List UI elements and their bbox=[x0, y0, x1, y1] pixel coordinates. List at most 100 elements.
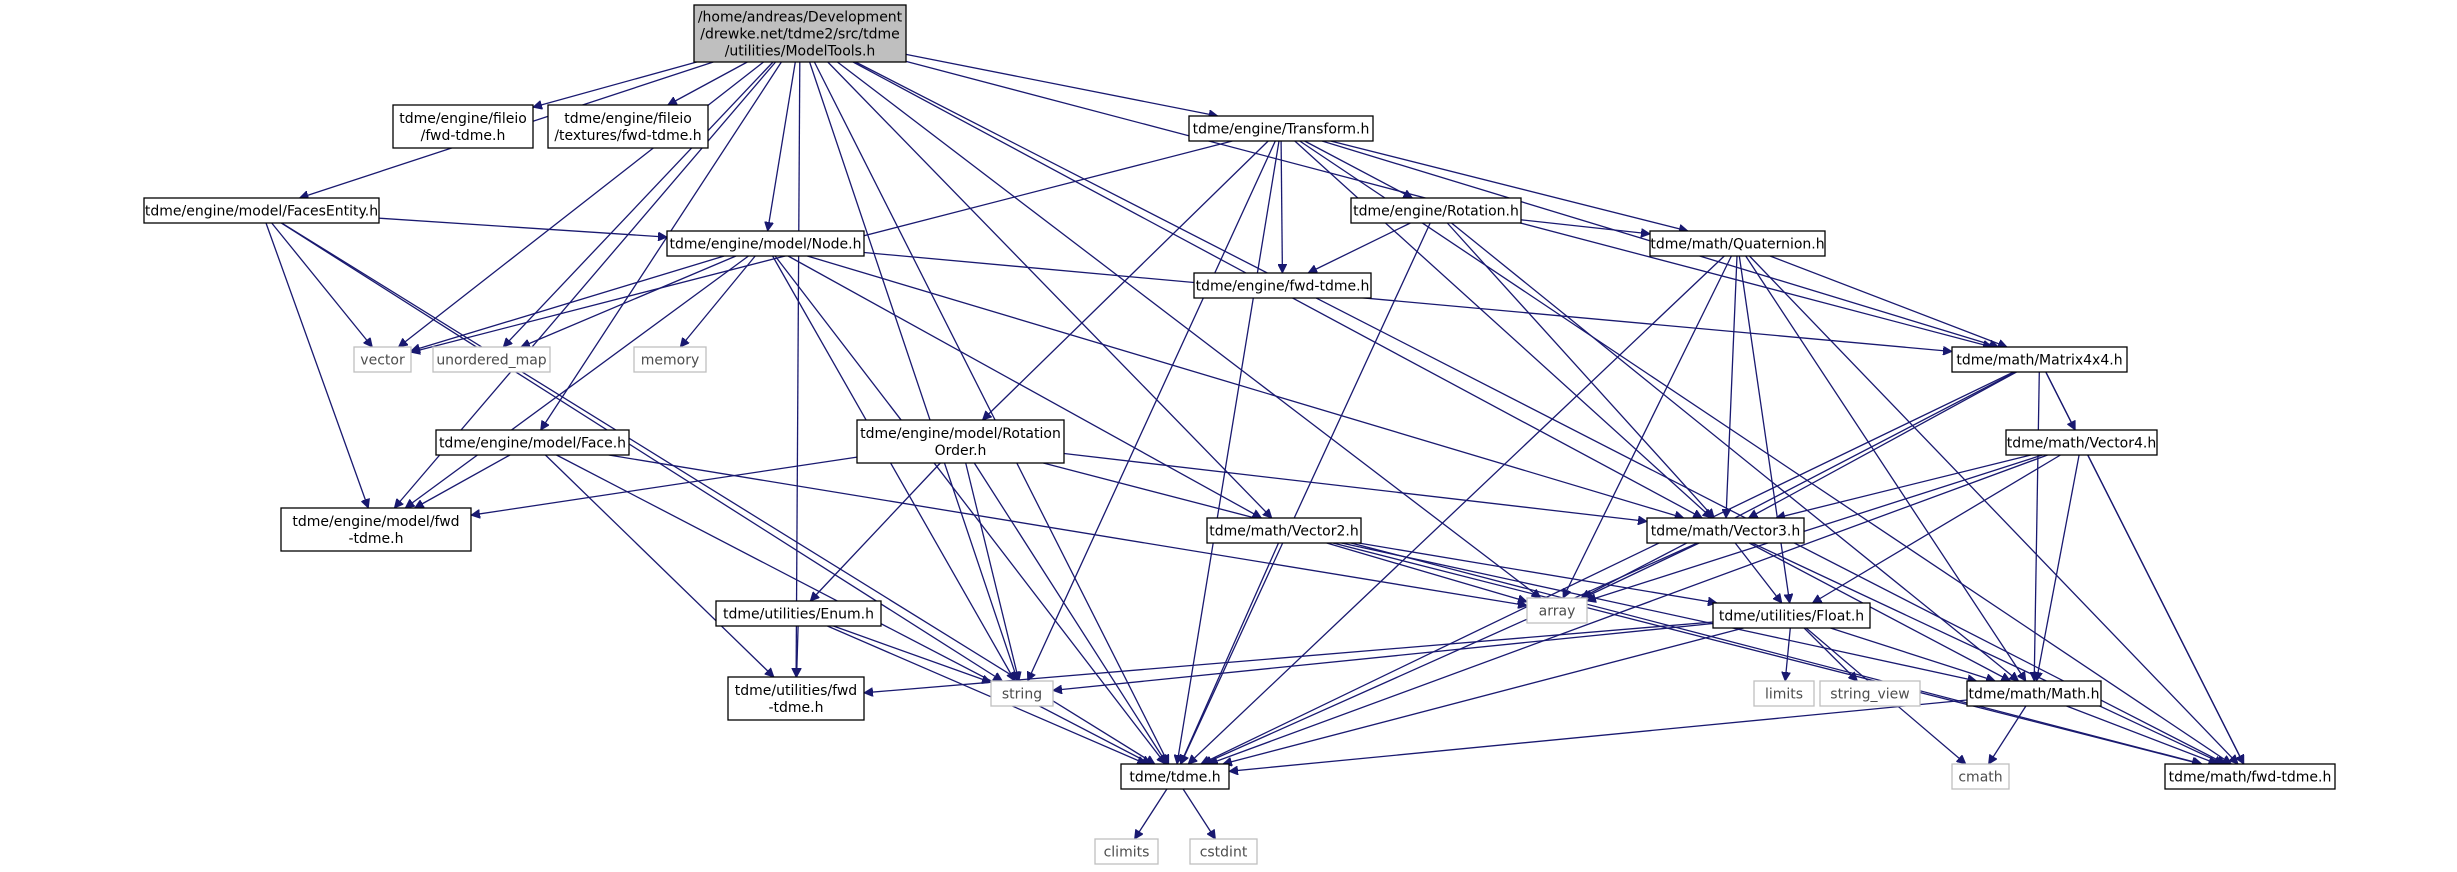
edge-vector2-to-math_fwd bbox=[1332, 542, 2201, 764]
edge-vector3-to-array bbox=[1583, 542, 1700, 598]
node-face[interactable]: tdme/engine/model/Face.h bbox=[435, 429, 630, 456]
node-cmath: cmath bbox=[1951, 763, 2010, 790]
node-string_view: string_view bbox=[1819, 680, 1921, 707]
edge-matrix4x4-to-math bbox=[2034, 371, 2040, 681]
edge-facesentity-to-string bbox=[280, 222, 1002, 682]
edge-root-to-utilities_fwd bbox=[796, 61, 800, 677]
node-enum[interactable]: tdme/utilities/Enum.h bbox=[715, 600, 882, 627]
node-math_fwd[interactable]: tdme/math/fwd-tdme.h bbox=[2164, 763, 2336, 790]
node-rotationorder-box bbox=[856, 419, 1065, 464]
edge-math-to-tdme bbox=[1229, 699, 1968, 771]
edge-vector2-to-float bbox=[1358, 542, 1717, 603]
node-model_fwd[interactable]: tdme/engine/model/fwd-tdme.h bbox=[280, 507, 472, 552]
node-vector-label: vector bbox=[360, 353, 405, 369]
node-node[interactable]: tdme/engine/model/Node.h bbox=[666, 230, 865, 257]
node-string_view-box bbox=[1819, 680, 1921, 707]
node-math-label: tdme/math/Math.h bbox=[1969, 687, 2100, 703]
edge-rotation-to-math bbox=[1451, 222, 2019, 681]
node-quaternion[interactable]: tdme/math/Quaternion.h bbox=[1649, 230, 1826, 257]
node-textures_fwd-label: tdme/engine/fileio bbox=[564, 111, 692, 127]
node-fileio_fwd[interactable]: tdme/engine/fileio/fwd-tdme.h bbox=[392, 104, 534, 149]
node-array: array bbox=[1526, 597, 1588, 624]
edge-node-to-unordered_map bbox=[521, 255, 737, 347]
edge-tdme-to-cstdint bbox=[1182, 788, 1216, 839]
node-fileio_fwd-box bbox=[392, 104, 534, 149]
edge-face-to-utilities_fwd bbox=[544, 454, 774, 677]
node-matrix4x4[interactable]: tdme/math/Matrix4x4.h bbox=[1951, 346, 2128, 373]
edge-float-to-string bbox=[1053, 622, 1714, 691]
edge-rotation-to-tdme bbox=[1181, 222, 1431, 764]
edge-root-to-face bbox=[541, 61, 782, 430]
node-vector3[interactable]: tdme/math/Vector3.h bbox=[1646, 517, 1805, 544]
node-rotation-label: tdme/engine/Rotation.h bbox=[1353, 204, 1519, 220]
node-vector4-label: tdme/math/Vector4.h bbox=[2007, 436, 2156, 452]
node-math[interactable]: tdme/math/Math.h bbox=[1966, 680, 2102, 707]
edge-vector4-to-tdme bbox=[1209, 454, 2048, 764]
node-matrix4x4-label: tdme/math/Matrix4x4.h bbox=[1956, 353, 2122, 369]
node-memory-box bbox=[633, 346, 707, 373]
node-tdme[interactable]: tdme/tdme.h bbox=[1120, 763, 1230, 790]
node-limits-box bbox=[1753, 680, 1815, 707]
edge-rotationorder-to-enum bbox=[810, 462, 941, 601]
node-enum-box bbox=[715, 600, 882, 627]
node-float-label: tdme/utilities/Float.h bbox=[1719, 609, 1864, 625]
edge-face-to-model_fwd bbox=[415, 454, 511, 509]
edge-facesentity-to-model_fwd bbox=[265, 222, 368, 508]
edge-float-to-tdme bbox=[1223, 627, 1744, 764]
node-transform[interactable]: tdme/engine/Transform.h bbox=[1188, 115, 1374, 142]
node-cstdint-label: cstdint bbox=[1200, 845, 1248, 861]
node-model_fwd-label: -tdme.h bbox=[348, 531, 403, 547]
node-tdme-box bbox=[1120, 763, 1230, 790]
node-vector2-box bbox=[1206, 517, 1362, 544]
node-cstdint-box bbox=[1189, 838, 1258, 865]
edge-enum-to-utilities_fwd bbox=[797, 625, 799, 677]
node-utilities_fwd-label: -tdme.h bbox=[768, 700, 823, 716]
edge-vector2-to-tdme bbox=[1181, 542, 1280, 764]
node-array-box bbox=[1526, 597, 1588, 624]
edge-root-to-tdme bbox=[813, 61, 1170, 764]
node-facesentity[interactable]: tdme/engine/model/FacesEntity.h bbox=[143, 197, 380, 224]
edge-quaternion-to-tdme bbox=[1188, 255, 1725, 764]
node-array-label: array bbox=[1539, 604, 1576, 620]
node-root-label: /home/andreas/Development bbox=[698, 10, 903, 26]
edge-vector3-to-tdme bbox=[1203, 542, 1698, 764]
edge-quaternion-to-array bbox=[1562, 255, 1732, 598]
node-node-label: tdme/engine/model/Node.h bbox=[670, 237, 862, 253]
node-vector4[interactable]: tdme/math/Vector4.h bbox=[2005, 429, 2158, 456]
node-vector2[interactable]: tdme/math/Vector2.h bbox=[1206, 517, 1362, 544]
edge-vector3-to-math_fwd bbox=[1751, 542, 2223, 764]
node-facesentity-label: tdme/engine/model/FacesEntity.h bbox=[145, 204, 378, 220]
edge-node-to-string bbox=[772, 255, 1016, 681]
edge-quaternion-to-vector3 bbox=[1726, 255, 1738, 518]
edge-node-to-vector2 bbox=[787, 255, 1261, 519]
node-fileio_fwd-label: /fwd-tdme.h bbox=[421, 128, 506, 144]
node-vector3-box bbox=[1646, 517, 1805, 544]
edge-rotationorder-to-tdme bbox=[973, 462, 1168, 764]
node-facesentity-box bbox=[143, 197, 380, 224]
edge-node-to-vector bbox=[411, 255, 725, 351]
node-utilities_fwd[interactable]: tdme/utilities/fwd-tdme.h bbox=[727, 676, 865, 721]
node-engine_fwd-label: tdme/engine/fwd-tdme.h bbox=[1196, 279, 1370, 295]
node-string-label: string bbox=[1002, 687, 1042, 703]
edge-vector3-to-float bbox=[1734, 542, 1782, 603]
node-quaternion-label: tdme/math/Quaternion.h bbox=[1650, 237, 1824, 253]
node-root[interactable]: /home/andreas/Development/drewke.net/tdm… bbox=[693, 4, 907, 63]
edge-root-to-fileio_fwd bbox=[533, 61, 697, 107]
node-rotation[interactable]: tdme/engine/Rotation.h bbox=[1350, 197, 1522, 224]
edge-node-to-memory bbox=[680, 255, 756, 347]
node-textures_fwd-label: /textures/fwd-tdme.h bbox=[554, 128, 701, 144]
edge-vector4-to-float bbox=[1813, 454, 2061, 604]
node-fileio_fwd-label: tdme/engine/fileio bbox=[399, 111, 527, 127]
node-float[interactable]: tdme/utilities/Float.h bbox=[1712, 602, 1871, 629]
edge-transform-to-engine_fwd bbox=[1281, 140, 1282, 273]
node-engine_fwd[interactable]: tdme/engine/fwd-tdme.h bbox=[1193, 272, 1372, 299]
edge-node-to-tdme bbox=[774, 255, 1165, 764]
edge-rotationorder-to-vector3 bbox=[1063, 452, 1647, 522]
node-root-label: /drewke.net/tdme2/src/tdme bbox=[700, 27, 900, 43]
node-face-box bbox=[435, 429, 630, 456]
node-climits: climits bbox=[1094, 838, 1159, 865]
node-textures_fwd[interactable]: tdme/engine/fileio/textures/fwd-tdme.h bbox=[547, 104, 709, 149]
edge-transform-to-rotation bbox=[1304, 140, 1413, 199]
